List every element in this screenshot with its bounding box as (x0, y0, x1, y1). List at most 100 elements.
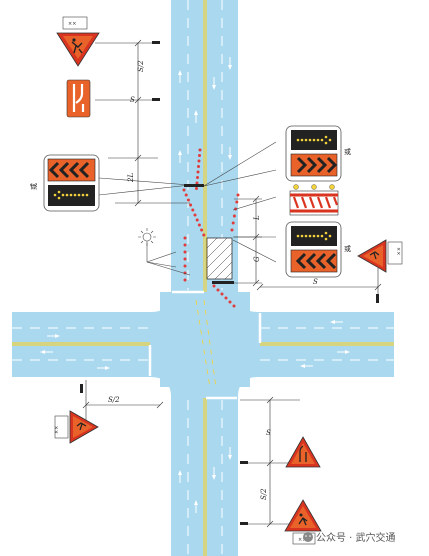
sign-posts (80, 41, 379, 525)
label-or-left: 或 (29, 183, 38, 190)
guide-line-1 (195, 299, 211, 389)
worker-icon (71, 41, 83, 54)
work-area (206, 237, 233, 280)
corner-se (238, 377, 258, 397)
arrow-down (228, 57, 232, 70)
traffic-cone (195, 187, 198, 190)
arrow-down (212, 467, 216, 480)
arrow-up (194, 110, 198, 123)
arrow-right (97, 366, 110, 370)
lane-markings (12, 0, 394, 556)
callout-lines (98, 141, 277, 263)
label-s-half-bottom: S/2 (260, 488, 268, 500)
traffic-cone (193, 213, 197, 217)
corner-ne (238, 292, 258, 312)
traffic-cone (232, 214, 236, 218)
traffic-cone (186, 198, 190, 202)
traffic-cone (200, 228, 204, 232)
worker-icon (369, 251, 380, 260)
traffic-cone (195, 218, 199, 222)
traffic-cone (183, 278, 187, 282)
corner-nw (151, 292, 171, 312)
worker-icon (76, 422, 87, 431)
arrow-board-frame (43, 154, 100, 212)
traffic-cone (230, 228, 234, 232)
sign-roadwork-bottom-left: ×× (54, 410, 99, 444)
sign-right-arrow-pair (285, 125, 342, 182)
traffic-cone (197, 159, 201, 163)
watermark: 公众号 · 武穴交通 (303, 531, 396, 544)
dimension-lines (82, 39, 382, 528)
traffic-cone (195, 181, 199, 185)
work-zone (206, 237, 233, 280)
arrow-up (178, 470, 182, 483)
traffic-cone (236, 193, 240, 197)
arrow-down (228, 447, 232, 460)
arrow-left (300, 364, 313, 368)
traffic-cone (183, 236, 187, 240)
label-or-1: 或 (344, 147, 351, 156)
traffic-cone (216, 288, 220, 292)
arrow-right (47, 334, 60, 338)
traffic-cone (235, 200, 239, 204)
sign-barricade (289, 184, 339, 216)
plate-text: ×× (395, 247, 401, 255)
arrow-right (337, 350, 350, 354)
arrow-left (330, 320, 343, 324)
warning-light-icon (293, 184, 299, 190)
lane-merge-icon (66, 79, 91, 118)
traffic-cone (183, 257, 187, 261)
label-s-bottom: S (266, 429, 271, 437)
sign-roadwork-right: ×× (357, 239, 403, 273)
arrow-down (212, 77, 216, 90)
plate-text: ×× (54, 426, 60, 434)
sign-plate (387, 241, 403, 265)
traffic-cone (198, 148, 202, 152)
traffic-cone (198, 154, 201, 157)
label-s-top: S (130, 96, 135, 104)
traffic-cone (196, 176, 199, 179)
traffic-cone (191, 208, 195, 212)
label-l: L (253, 215, 261, 221)
traffic-cone (196, 170, 200, 174)
warning-light-icon (329, 184, 335, 190)
sign-plate (62, 16, 88, 30)
traffic-cone (183, 250, 187, 254)
arrow-left (40, 350, 53, 354)
traffic-cone (220, 292, 224, 296)
worker-icon (298, 517, 308, 526)
traffic-cone (183, 243, 187, 247)
label-s-half-top: S/2 (137, 60, 145, 72)
wechat-icon (303, 532, 313, 542)
corner-sw (151, 377, 171, 397)
direction-arrows (40, 57, 350, 513)
traffic-cones (182, 148, 240, 308)
traffic-cone (182, 188, 186, 192)
dimension-labels: S/2 S 2L L G S S/2 S S/2 或 或 或 (29, 60, 351, 500)
traffic-cone (197, 223, 201, 227)
label-s-half-bl: S/2 (108, 396, 120, 404)
arrow-board-frame (285, 221, 342, 278)
plate-text: ×× (68, 21, 76, 27)
traffic-cone (197, 165, 200, 168)
lamp-icon (142, 232, 152, 242)
arrow-up (178, 150, 182, 163)
arrow-up (194, 500, 198, 513)
sign-plate (54, 415, 69, 439)
label-or-2: 或 (344, 244, 351, 253)
sign-left-arrow-pair (43, 154, 100, 212)
traffic-cone (224, 296, 228, 300)
label-s-right: S (313, 278, 318, 286)
traffic-cone (212, 284, 216, 288)
arrow-down (228, 147, 232, 160)
label-2l: 2L (127, 173, 135, 183)
warning-lamp (138, 228, 191, 276)
arrow-board-frame (285, 125, 342, 182)
plate-text: ×× (298, 537, 306, 543)
work-area-hatch (206, 237, 233, 280)
watermark-text: 公众号 · 武穴交通 (316, 531, 396, 544)
sign-right-arrow-pair-2 (285, 221, 342, 278)
guide-line-2 (203, 299, 217, 389)
traffic-cone (184, 193, 188, 197)
